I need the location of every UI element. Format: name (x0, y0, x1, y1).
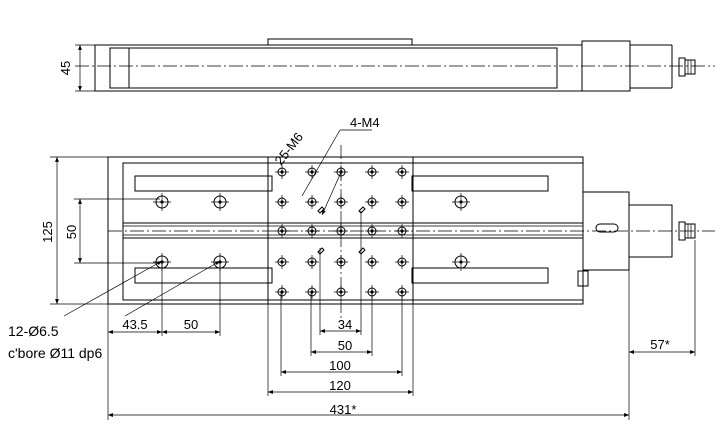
carriage-thread-holes (275, 165, 409, 299)
m4-hole-marker (358, 206, 366, 214)
m4-hole-marker (358, 247, 366, 255)
m6-thread-hole (305, 195, 319, 209)
m4-hole-marker (317, 247, 325, 255)
m6-thread-hole (395, 255, 409, 269)
m6-thread-hole (365, 255, 379, 269)
counterbore-hole (452, 253, 470, 271)
m6-thread-hole (275, 195, 289, 209)
label-25-m6: 25-M6 (272, 130, 307, 168)
plan-motor-slot (595, 223, 619, 233)
plan-view (107, 145, 715, 318)
callout-mount-holes: 12-Ø6.5 (8, 323, 59, 339)
callout-counterbore: c'bore Ø11 dp6 (8, 345, 102, 361)
dim-hole-34: 34 (338, 317, 352, 332)
dim-motor-offset: 57* (650, 337, 670, 352)
dim-side-height: 45 (58, 61, 73, 75)
plan-screw (577, 270, 589, 287)
m6-thread-hole (395, 195, 409, 209)
side-base (128, 47, 558, 89)
m6-thread-hole (395, 165, 409, 179)
dim-bolt-pitch-y: 50 (184, 317, 198, 332)
m6-thread-hole (365, 165, 379, 179)
dim-bolt-pitch-x: 43.5 (122, 317, 147, 332)
label-4-m4: 4-M4 (350, 115, 380, 130)
m6-thread-hole (275, 285, 289, 299)
side-knob (678, 57, 686, 77)
dim-plan-height: 125 (40, 221, 55, 243)
slot-lower-left (134, 267, 273, 284)
counterbore-hole (452, 193, 470, 211)
side-carriage (267, 38, 413, 46)
slot-upper-right (411, 175, 549, 192)
side-body (94, 44, 583, 92)
m6-thread-hole (305, 165, 319, 179)
slot-upper-left (134, 175, 273, 192)
dim-carriage-100: 100 (329, 358, 351, 373)
counterbore-hole (153, 193, 171, 211)
carriage-plate (267, 156, 414, 305)
dim-hole-50: 50 (338, 338, 352, 353)
side-end-cap (109, 47, 130, 89)
dimension-lines: 125 50 25-M6 4-M4 12-Ø6.5 c'bore Ø11 dp6… (8, 115, 696, 420)
plan-base (122, 162, 584, 301)
side-view: 45 (58, 38, 715, 92)
dim-carriage-120: 120 (329, 378, 351, 393)
counterbore-hole (211, 193, 229, 211)
m6-thread-hole (275, 255, 289, 269)
dim-rail-spacing: 50 (64, 225, 79, 239)
m6-thread-hole (305, 285, 319, 299)
dim-overall-length: 431* (330, 402, 357, 417)
m4-hole-marker (317, 206, 325, 214)
slot-lower-right (411, 267, 549, 284)
m6-thread-hole (305, 255, 319, 269)
plan-outer-body (107, 156, 584, 305)
m6-thread-hole (365, 195, 379, 209)
m6-thread-hole (275, 165, 289, 179)
